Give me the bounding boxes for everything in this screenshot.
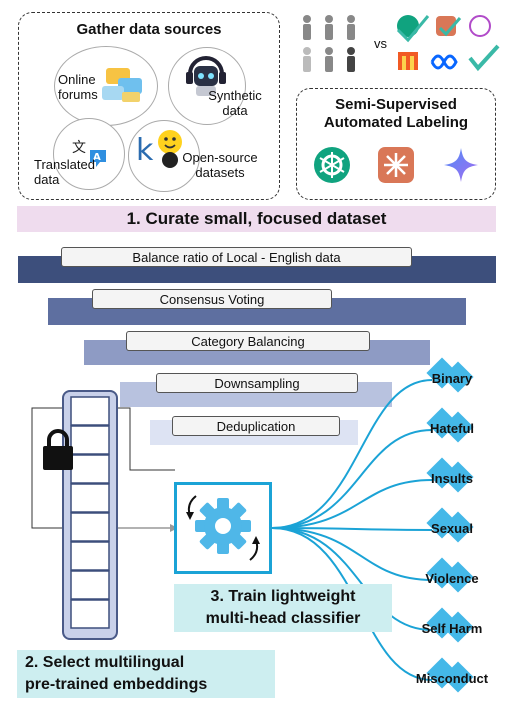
robot-icon: [182, 52, 230, 103]
funnel-label-consensus: Consensus Voting: [92, 289, 332, 309]
claude-icon: [377, 146, 415, 189]
gear-icon: [182, 490, 264, 571]
annotators-people-icon: [298, 14, 364, 81]
svg-text:k: k: [136, 133, 154, 168]
head-binary: Binary: [431, 371, 473, 386]
head-self-harm: Self Harm: [421, 621, 483, 636]
vs-label: vs: [374, 36, 387, 51]
data-sources-title: Gather data sources: [76, 21, 222, 38]
translate-icon: 文 A: [70, 136, 110, 175]
data-sources-panel: [18, 12, 280, 200]
funnel-label-downsampling: Downsampling: [156, 373, 358, 393]
head-sexual: Sexual: [431, 521, 473, 536]
svg-text:A: A: [93, 152, 101, 163]
synthetic-data-label: Synthetic data: [208, 88, 262, 118]
lock-icon: [40, 428, 76, 477]
funnel-label-category: Category Balancing: [126, 331, 370, 351]
forum-chat-icon: [100, 66, 146, 111]
labeling-panel: [296, 88, 496, 200]
funnel-label-deduplication: Deduplication: [172, 416, 340, 436]
head-insults: Insults: [431, 471, 473, 486]
svg-text:文: 文: [72, 140, 86, 156]
labeling-title: Semi-Supervised Automated Labeling: [323, 96, 469, 131]
step2-banner: 2. Select multilingual pre-trained embed…: [17, 650, 275, 698]
funnel-label-balance: Balance ratio of Local - English data: [61, 247, 412, 267]
translated-data-circle: [53, 118, 125, 190]
head-misconduct: Misconduct: [415, 671, 489, 686]
open-source-label: Open-source datasets: [182, 150, 258, 180]
embedding-cells: [70, 396, 110, 639]
gemini-icon: [442, 146, 480, 189]
head-hateful: Hateful: [429, 421, 475, 436]
hugging-face-icon: k: [136, 122, 190, 177]
online-forums-label: Online forums: [58, 72, 98, 102]
translated-data-label: Translated data: [34, 157, 95, 187]
openai-icon: [313, 146, 351, 189]
step1-banner: 1. Curate small, focused dataset: [17, 206, 496, 232]
step3-banner: 3. Train lightweight multi-head classifi…: [174, 584, 392, 632]
llm-logos-icon: [394, 12, 504, 83]
head-violence: Violence: [425, 571, 479, 586]
